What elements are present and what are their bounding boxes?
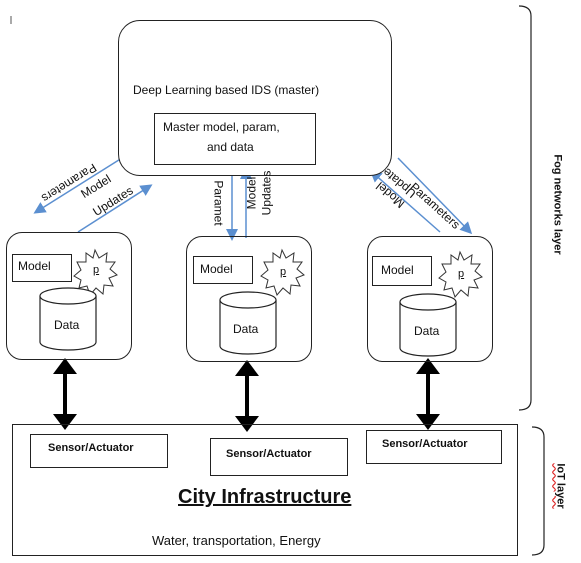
node3-model-label: Model — [381, 263, 414, 277]
node2-sensor-arrow — [235, 360, 259, 432]
sensor-actuator-1 — [30, 434, 168, 468]
node1-data-label: Data — [54, 318, 80, 332]
sensor-actuator-2-label: Sensor/Actuator — [226, 448, 312, 460]
node2-data-label: Data — [233, 322, 259, 336]
node2-model-box — [193, 256, 253, 284]
center-updates-label: Updates — [259, 170, 274, 216]
center-model-label: Model — [244, 176, 259, 210]
node2-data-cylinder — [219, 291, 277, 355]
iot-layer-label: IoT layer — [554, 463, 567, 509]
fog-bracket — [518, 5, 532, 411]
sensor-actuator-3 — [366, 430, 502, 464]
node1-p-star — [73, 248, 118, 296]
node1-model-box — [12, 254, 72, 282]
master-inner-line2: and data — [207, 140, 254, 154]
node3-data-label: Data — [414, 324, 440, 338]
node1-model-label: Model — [18, 259, 51, 273]
left-updates-arrow — [77, 184, 153, 233]
master-inner-line1: Master model, param, — [163, 120, 280, 134]
right-update-arrow — [369, 170, 441, 233]
center-params-label: Paramet — [211, 180, 226, 226]
node3-sensor-arrow — [416, 358, 440, 430]
fog-node-1 — [6, 232, 132, 360]
node3-data-cylinder — [399, 293, 457, 357]
fog-node-2 — [186, 236, 312, 362]
node2-p-star — [260, 248, 305, 296]
node2-p-label: p — [280, 266, 287, 278]
node1-data-cylinder — [39, 287, 97, 351]
sensor-actuator-3-label: Sensor/Actuator — [382, 438, 468, 450]
node3-p-label: p — [458, 268, 465, 280]
node2-model-label: Model — [200, 262, 233, 276]
iot-bracket — [531, 426, 545, 556]
fog-layer-label: Fog networks layer — [551, 154, 564, 255]
node1-p-label: p — [93, 264, 100, 276]
right-params-arrow — [397, 157, 473, 235]
node3-p-star — [438, 250, 483, 298]
sensor-actuator-2 — [210, 438, 348, 476]
node1-sensor-arrow — [53, 358, 77, 430]
left-params-arrow — [33, 157, 123, 214]
city-subtitle: Water, transportation, Energy — [152, 533, 321, 548]
city-infrastructure-box — [12, 424, 518, 556]
sensor-actuator-1-label: Sensor/Actuator — [48, 442, 134, 454]
fog-node-3 — [367, 236, 493, 362]
master-title: Deep Learning based IDS (master) — [133, 83, 320, 97]
city-title: City Infrastructure — [178, 486, 352, 508]
master-model-box — [154, 113, 316, 165]
node3-model-box — [372, 256, 432, 286]
